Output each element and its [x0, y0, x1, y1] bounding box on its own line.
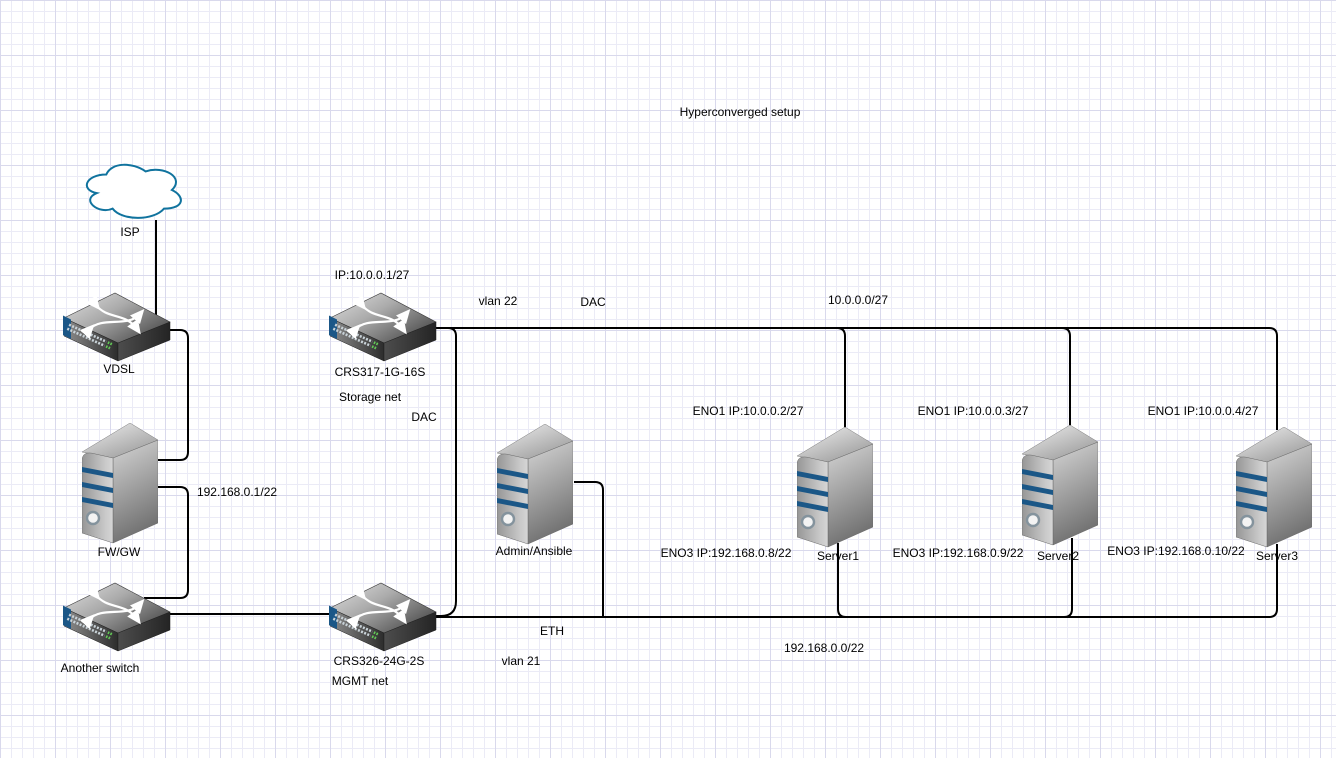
vdsl-switch-node[interactable]	[62, 292, 172, 372]
diagram-title: Hyperconverged setup	[679, 104, 801, 119]
server2-eno1-label: ENO1 IP:10.0.0.3/27	[917, 403, 1029, 418]
switch-icon	[63, 293, 170, 361]
crs326-net-label: MGMT net	[331, 673, 389, 688]
vdsl-label: VDSL	[103, 361, 135, 376]
server-icon	[497, 424, 573, 546]
switch-icon	[329, 293, 436, 361]
server-icon	[1236, 427, 1312, 549]
admin-ansible-server-node[interactable]	[497, 424, 573, 546]
server-icon	[82, 423, 158, 545]
dac-top-label: DAC	[580, 294, 606, 309]
server3-label: Server3	[1255, 548, 1299, 563]
crs326-switch-node[interactable]	[328, 582, 438, 662]
edge-storage-trunk[interactable]	[432, 327, 1278, 430]
fw-lan-ip-label: 192.168.0.1/22	[196, 484, 278, 499]
edge-dac-crs317-crs326[interactable]	[434, 327, 457, 617]
server-icon	[797, 427, 873, 549]
edge-server1-eno1[interactable]	[836, 327, 846, 430]
server2-eno3-label: ENO3 IP:192.168.0.9/22	[892, 545, 1024, 560]
isp-label: ISP	[120, 224, 140, 239]
edge-server1-eno3[interactable]	[837, 543, 847, 618]
edge-admin-mgmt[interactable]	[574, 481, 604, 616]
switch-icon	[63, 583, 170, 651]
eth-label: ETH	[540, 623, 564, 638]
vlan21-label: vlan 21	[501, 653, 541, 668]
admin-ansible-label: Admin/Ansible	[495, 543, 573, 558]
server3-eno3-label: ENO3 IP:192.168.0.10/22	[1107, 543, 1245, 558]
server1-eno1-label: ENO1 IP:10.0.0.2/27	[692, 403, 804, 418]
server2-label: Server2	[1036, 548, 1080, 563]
storage-subnet-label: 10.0.0.0/27	[827, 292, 889, 307]
another-switch-label: Another switch	[60, 660, 140, 675]
server1-label: Server1	[816, 548, 860, 563]
crs317-net-label: Storage net	[338, 389, 402, 404]
crs326-name-label: CRS326-24G-2S	[333, 653, 425, 668]
another-switch-node[interactable]	[62, 582, 172, 662]
switch-icon	[329, 583, 436, 651]
dac-left-label: DAC	[411, 409, 437, 424]
server-icon	[1022, 425, 1098, 547]
edge-mgmt-bus[interactable]	[434, 544, 1278, 618]
edge-vdsl-fwgw[interactable]	[156, 329, 189, 461]
isp-cloud-node[interactable]	[78, 157, 187, 223]
fwgw-server-node[interactable]	[82, 423, 158, 545]
cloud-icon	[85, 163, 182, 219]
server3-eno1-label: ENO1 IP:10.0.0.4/27	[1147, 403, 1259, 418]
crs317-switch-node[interactable]	[328, 292, 438, 372]
vlan22-label: vlan 22	[478, 293, 518, 308]
crs317-name-label: CRS317-1G-16S	[334, 364, 426, 379]
server1-node[interactable]	[797, 427, 873, 549]
edge-server2-eno1[interactable]	[1061, 327, 1071, 428]
edge-server2-eno3[interactable]	[1063, 538, 1073, 618]
server3-node[interactable]	[1236, 427, 1312, 549]
server2-node[interactable]	[1022, 425, 1098, 547]
mgmt-subnet-label: 192.168.0.0/22	[783, 640, 865, 655]
edge-fwgw-another-switch[interactable]	[144, 486, 189, 599]
server1-eno3-label: ENO3 IP:192.168.0.8/22	[660, 545, 792, 560]
crs317-ip-label: IP:10.0.0.1/27	[334, 267, 410, 282]
fwgw-label: FW/GW	[97, 544, 141, 559]
